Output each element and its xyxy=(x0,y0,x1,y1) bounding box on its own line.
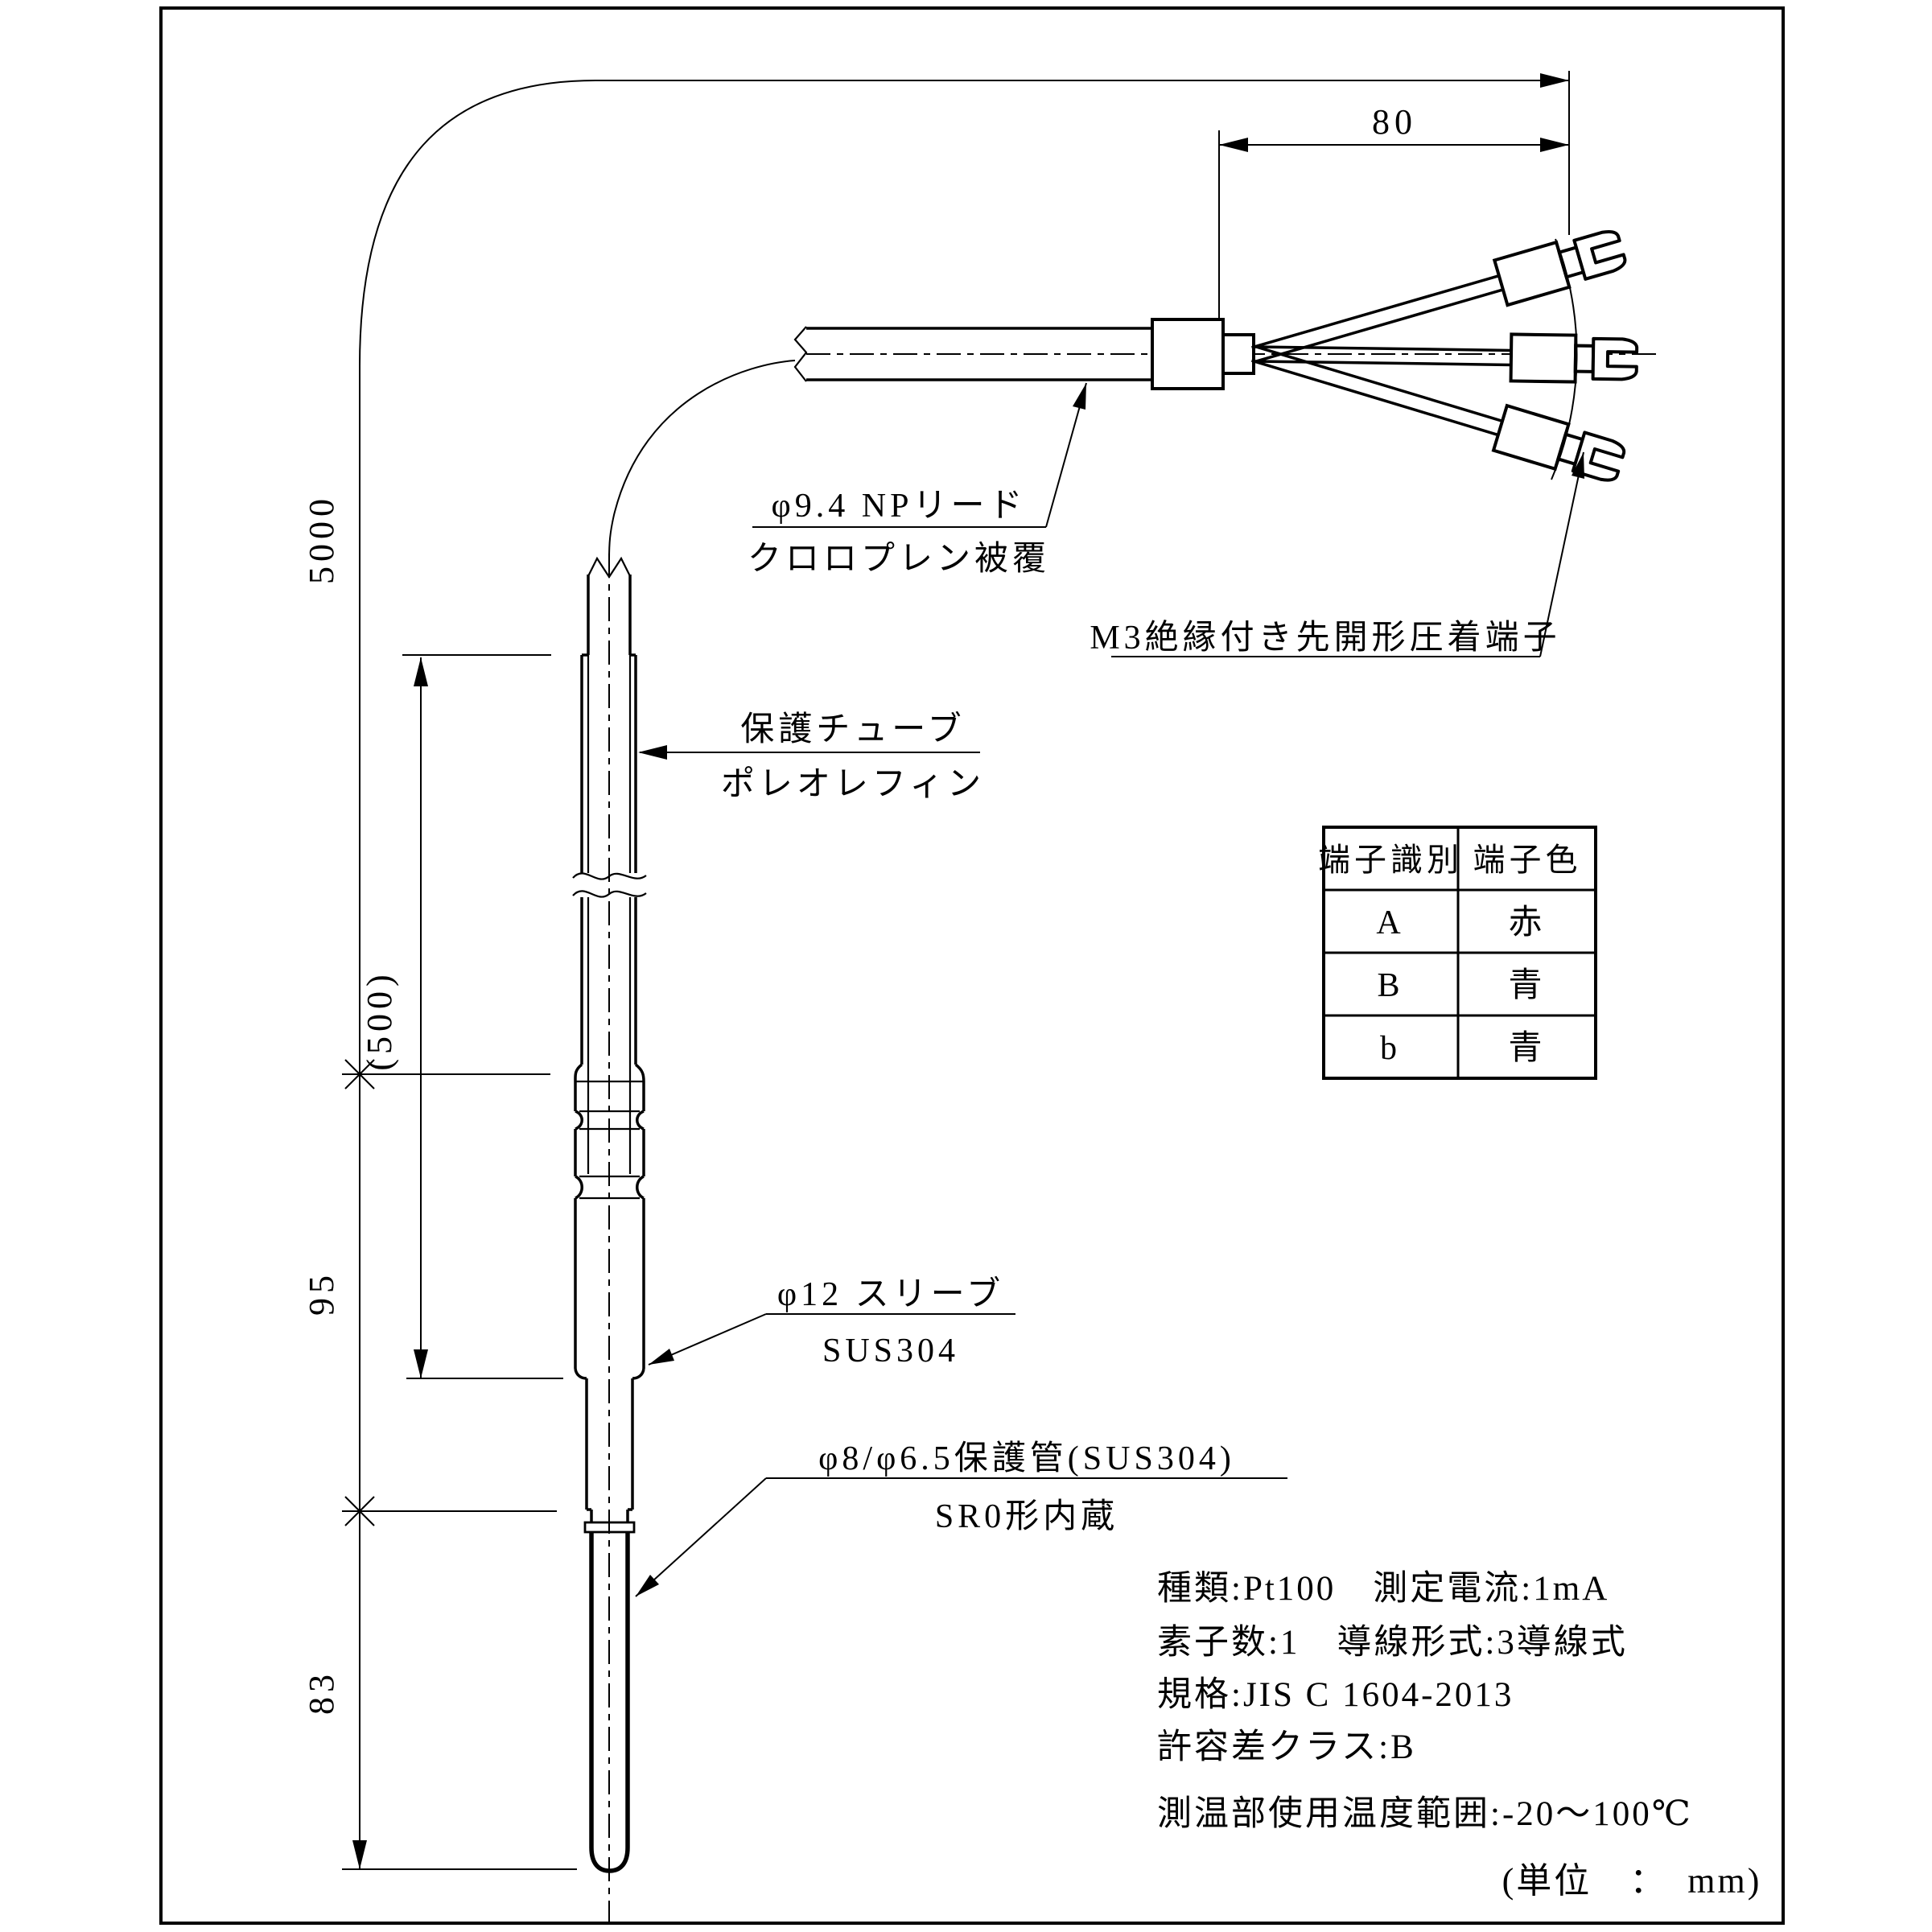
lead-label-line1: φ9.4 NPリード xyxy=(772,488,1027,525)
terminals xyxy=(1250,230,1639,482)
table-cell: 青 xyxy=(1508,1030,1546,1067)
crimp-groove xyxy=(636,1110,645,1131)
spec-line-tolerance: 許容差クラス:B xyxy=(1157,1728,1416,1766)
leader-sleeve: φ12 スリーブ SUS304 xyxy=(648,1275,1015,1370)
leader-terminal: M3絶縁付き先開形圧着端子 xyxy=(1090,451,1584,657)
arrowhead xyxy=(414,657,428,686)
tube-break-symbol xyxy=(572,890,647,898)
terminal-A xyxy=(1251,230,1627,363)
spec-block: 種類:Pt100 測定電流:1mA 素子数:1 導線形式:3導線式 規格:JIS… xyxy=(1157,1569,1693,1833)
wire xyxy=(1251,274,1500,349)
leader-arrowhead xyxy=(649,1349,674,1365)
table-cell: b xyxy=(1380,1030,1401,1067)
terminal-tip-arc xyxy=(1551,238,1578,480)
crimp-sleeve xyxy=(1509,332,1578,384)
table-cell: A xyxy=(1376,904,1404,941)
sleeve-top-jog xyxy=(634,1063,645,1082)
terminal-label: M3絶縁付き先開形圧着端子 xyxy=(1090,619,1560,657)
wire xyxy=(1250,359,1499,437)
table-header-id: 端子識別 xyxy=(1318,842,1463,878)
dimension-500: (500) xyxy=(360,657,428,1378)
tube-break-symbol xyxy=(572,872,647,880)
sleeve-bottom-jog xyxy=(632,1368,645,1380)
probe-assembly xyxy=(572,556,647,1873)
arrowhead xyxy=(1540,73,1569,88)
crimp-groove xyxy=(575,1175,583,1200)
dimension-80: 80 xyxy=(1219,102,1569,152)
tube-label-line2: ポレオレフィン xyxy=(721,766,985,803)
sleeve-label-line2: SUS304 xyxy=(822,1333,959,1370)
arrowhead xyxy=(1219,138,1248,152)
dim-83-label: 83 xyxy=(302,1670,341,1715)
leader-arrowhead xyxy=(1073,383,1086,410)
sheath-label-line1: φ8/φ6.5保護管(SUS304) xyxy=(818,1440,1235,1477)
sleeve-bottom-jog xyxy=(574,1368,587,1380)
spec-line-standard: 規格:JIS C 1604-2013 xyxy=(1157,1676,1514,1714)
leader-line xyxy=(1539,451,1584,657)
terminal-neck xyxy=(1573,344,1596,373)
table-header-color: 端子色 xyxy=(1473,842,1582,878)
sheath-collar xyxy=(583,1521,636,1534)
crimp-groove xyxy=(636,1175,645,1200)
lead-label-line2: クロロプレン被覆 xyxy=(748,541,1050,578)
tube-top-break xyxy=(587,556,631,579)
lead-cable xyxy=(793,318,1255,390)
leader-protect-tube: 保護チューブ ポレオレフィン xyxy=(638,711,985,803)
sheath-label-line2: SR0形内蔵 xyxy=(935,1498,1118,1535)
drawing-frame xyxy=(159,6,1785,1925)
unit-note: (単位 ： mm) xyxy=(1502,1861,1762,1901)
sleeve-label-line1: φ12 スリーブ xyxy=(777,1275,1004,1313)
fork-terminal xyxy=(1572,230,1627,281)
leader-lead-wire: φ9.4 NPリード クロロプレン被覆 xyxy=(748,382,1087,578)
terminal-table: 端子識別 端子色 A 赤 B 青 b 青 xyxy=(1318,826,1597,1080)
fork-terminal xyxy=(1591,336,1639,381)
table-cell: B xyxy=(1377,967,1403,1004)
spec-line-type: 種類:Pt100 測定電流:1mA xyxy=(1157,1569,1609,1608)
leader-arrowhead xyxy=(638,745,667,760)
cable-break-symbol xyxy=(793,326,808,382)
terminal-B xyxy=(1253,332,1639,384)
dim-5000-label: 5000 xyxy=(302,494,341,584)
crimp-groove xyxy=(575,1110,583,1131)
table-cell: 赤 xyxy=(1508,904,1546,941)
dimension-chain: 5000 95 83 xyxy=(302,73,1569,1869)
leader-arrowhead xyxy=(636,1575,659,1596)
arrowhead xyxy=(414,1349,428,1378)
dim-line-5000 xyxy=(359,80,1569,1869)
arrowhead xyxy=(1540,138,1569,152)
extension-lines xyxy=(342,71,1570,1870)
wire xyxy=(1253,360,1511,367)
wire xyxy=(1254,345,1512,352)
sleeve-top-jog xyxy=(574,1063,583,1082)
table-cell: 青 xyxy=(1508,967,1546,1004)
leader-line xyxy=(635,1477,767,1597)
dim-80-label: 80 xyxy=(1372,102,1417,142)
terminal-b xyxy=(1250,345,1626,482)
cable-neck xyxy=(1221,333,1255,375)
leader-arrowhead xyxy=(1572,452,1584,479)
cable-bend-curve xyxy=(608,360,796,560)
tube-label-line1: 保護チューブ xyxy=(740,711,965,748)
dim-500-label: (500) xyxy=(360,970,399,1070)
leader-sheath: φ8/φ6.5保護管(SUS304) SR0形内蔵 xyxy=(635,1440,1287,1597)
probe-round-tip xyxy=(589,1847,630,1873)
dim-95-label: 95 xyxy=(302,1271,341,1316)
fork-terminal xyxy=(1571,430,1626,482)
spec-line-temp-range: 測温部使用温度範囲:-20〜100℃ xyxy=(1157,1795,1693,1833)
wire xyxy=(1255,345,1503,422)
cable-junction xyxy=(1151,318,1225,390)
spec-line-element: 素子数:1 導線形式:3導線式 xyxy=(1157,1624,1628,1662)
wire xyxy=(1255,288,1504,363)
arrowhead xyxy=(352,1840,367,1869)
